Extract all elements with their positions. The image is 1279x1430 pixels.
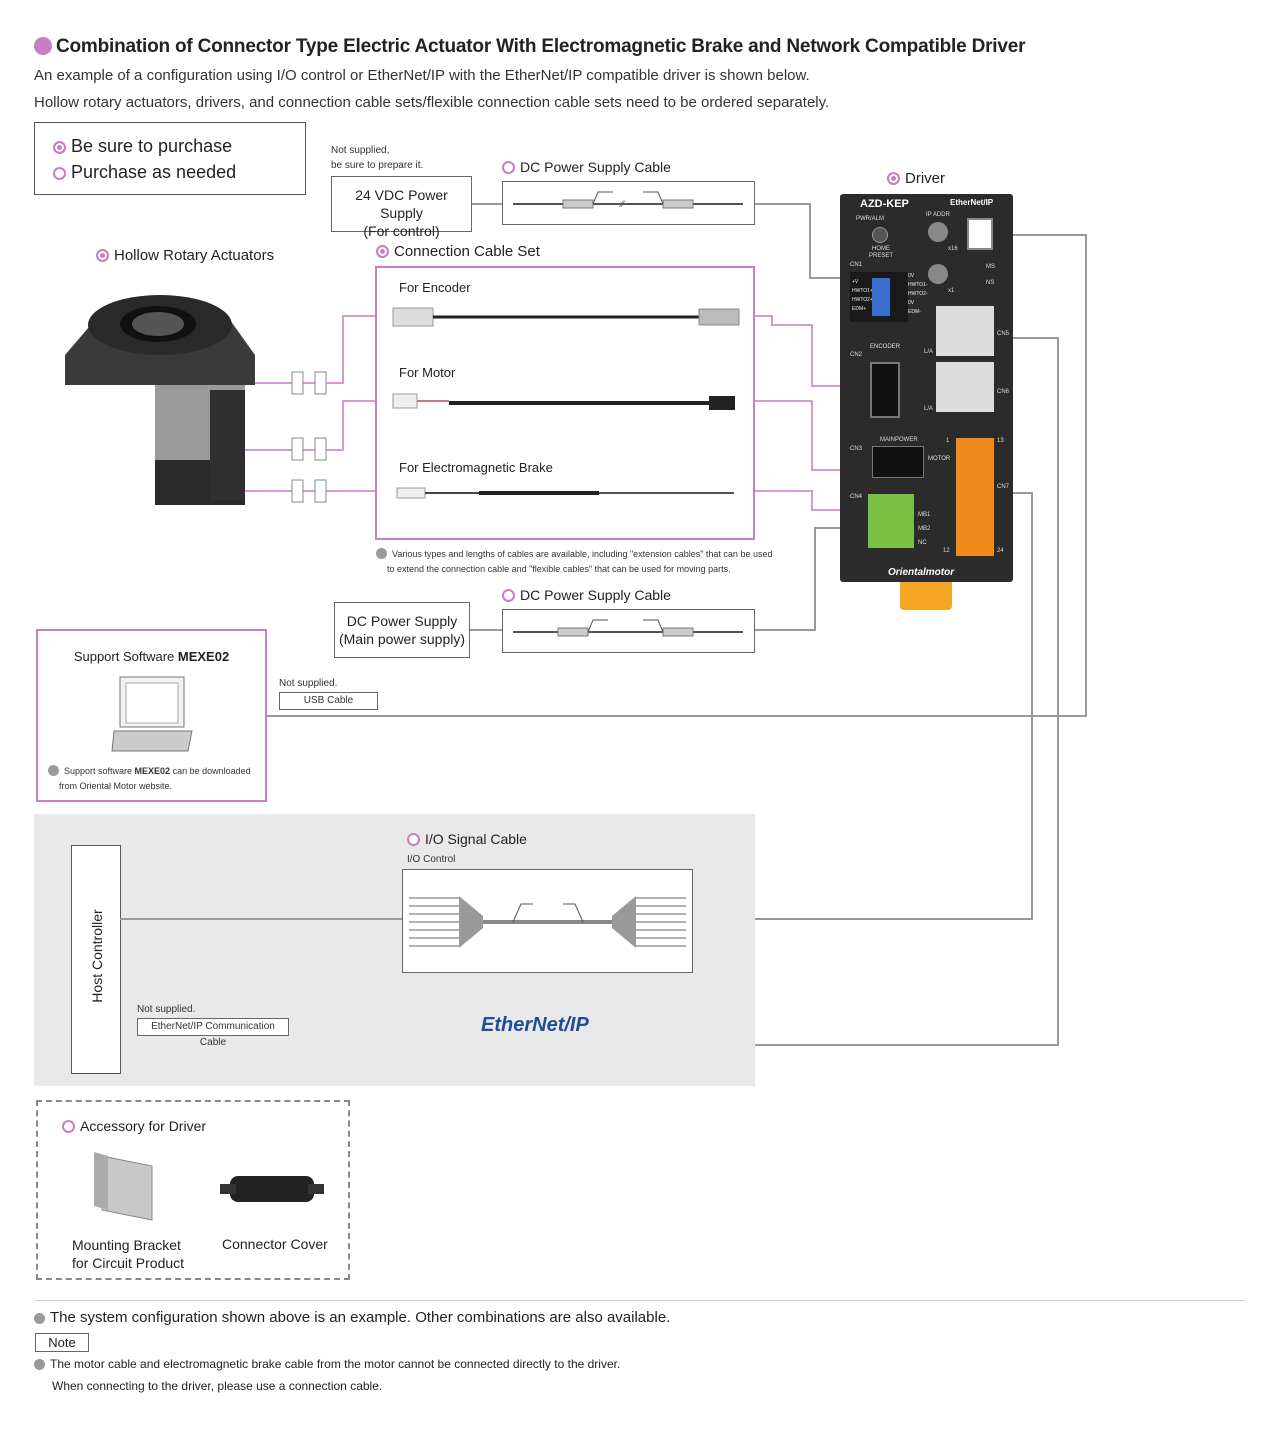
cn5-ethernet-port[interactable] xyxy=(936,306,994,356)
driver-brand: Orientalmotor xyxy=(888,567,955,578)
ip-switch-x16[interactable] xyxy=(928,222,948,242)
connector-cover-image xyxy=(220,1176,324,1202)
cn2-encoder-port[interactable] xyxy=(870,362,900,418)
host-controller-label: Host Controller xyxy=(89,909,105,1003)
cable-set-note-1: Various types and lengths of cables are … xyxy=(376,546,772,562)
brake-cable-label: For Electromagnetic Brake xyxy=(399,460,553,475)
page-title: Combination of Connector Type Electric A… xyxy=(34,36,1026,58)
cn3-motor-port[interactable] xyxy=(872,446,924,478)
eip-note: Not supplied. xyxy=(137,1004,196,1015)
laptop-icon xyxy=(111,676,193,752)
dc-cable-bottom-label: DC Power Supply Cable xyxy=(502,587,671,603)
intro-line-2: Hollow rotary actuators, drivers, and co… xyxy=(34,94,830,111)
line-usb xyxy=(266,234,1087,717)
footer-example-note: The system configuration shown above is … xyxy=(34,1309,670,1326)
driver-label: Driver xyxy=(887,170,945,187)
software-title: Support Software MEXE02 xyxy=(73,649,230,664)
encoder-cable-label: For Encoder xyxy=(399,280,471,295)
dc-cable-top-image: ⁄⁄ xyxy=(513,191,743,209)
main-supply-box: DC Power Supply (Main power supply) xyxy=(334,602,470,658)
line-encoder-to-cn2 xyxy=(740,315,870,387)
note-tag: Note xyxy=(35,1333,89,1352)
legend-must-purchase: Be sure to purchase xyxy=(53,133,305,159)
svg-text:⁄⁄: ⁄⁄ xyxy=(619,199,626,209)
cn6-ethernet-port[interactable] xyxy=(936,362,994,412)
line-dc-cable-to-cn1 xyxy=(755,203,852,279)
ip-switch-x1[interactable] xyxy=(928,264,948,284)
intro-line-1: An example of a configuration using I/O … xyxy=(34,67,810,84)
software-note-1: Support software MEXE02 can be downloade… xyxy=(48,763,251,779)
cable-set-box: For Encoder For Motor For Electromagneti… xyxy=(375,266,755,540)
cable-set-note-2: to extend the connection cable and "flex… xyxy=(387,564,731,574)
driver-model: AZD-KEP xyxy=(860,198,909,210)
dc-cable-bottom-image xyxy=(513,619,743,637)
ethernet-ip-logo: EtherNet/IP xyxy=(481,1014,589,1036)
support-software-box: Support Software MEXE02 Support software… xyxy=(36,629,267,802)
io-cable-image xyxy=(409,896,686,948)
cn4-terminal[interactable] xyxy=(868,494,914,548)
usb-port[interactable] xyxy=(967,218,993,250)
mounting-bracket-image xyxy=(94,1152,153,1221)
cable-set-label: Connection Cable Set xyxy=(376,243,540,260)
cable-set-images xyxy=(392,307,740,499)
actuators-label: Hollow Rotary Actuators xyxy=(96,247,274,264)
line-dc-cable-to-cn4 xyxy=(755,527,852,631)
motor-cable-label: For Motor xyxy=(399,365,456,380)
legend-purchase-as-needed: Purchase as needed xyxy=(53,159,305,185)
io-line-cover xyxy=(120,918,405,920)
driver-network: EtherNet/IP xyxy=(950,198,994,207)
legend: Be sure to purchase Purchase as needed xyxy=(34,122,306,195)
footer-note-1: The motor cable and electromagnetic brak… xyxy=(34,1357,620,1371)
supply24-box: 24 VDC Power Supply (For control) xyxy=(331,176,472,239)
supply24-note-1: Not supplied, xyxy=(331,145,390,156)
usb-cable-box: USB Cable xyxy=(279,692,378,710)
io-control-label: I/O Control xyxy=(407,854,456,865)
software-note-2: from Oriental Motor website. xyxy=(59,781,173,791)
line-motor-to-cn3 xyxy=(740,400,870,471)
dc-cable-bottom-box xyxy=(502,609,755,653)
dc-cable-top-label: DC Power Supply Cable xyxy=(502,159,671,175)
eip-cable-box: EtherNet/IP Communication Cable xyxy=(137,1018,289,1048)
title-bullet-icon xyxy=(34,37,52,55)
connector-cover-label: Connector Cover xyxy=(222,1236,328,1252)
io-cable-label: I/O Signal Cable xyxy=(407,831,527,847)
supply24-note-2: be sure to prepare it. xyxy=(331,160,424,171)
home-preset-button[interactable] xyxy=(872,227,888,243)
host-controller-box: Host Controller xyxy=(71,845,121,1074)
usb-note: Not supplied. xyxy=(279,678,338,689)
din-rail-clip xyxy=(900,582,952,610)
accessory-label: Accessory for Driver xyxy=(62,1118,206,1134)
footer-divider xyxy=(34,1300,1246,1301)
io-cable-box xyxy=(402,869,693,973)
hollow-rotary-actuator-image xyxy=(65,295,255,505)
dc-cable-top-box: ⁄⁄ xyxy=(502,181,755,225)
footer-note-2: When connecting to the driver, please us… xyxy=(52,1379,383,1393)
cn7-io-terminal[interactable] xyxy=(956,438,994,556)
